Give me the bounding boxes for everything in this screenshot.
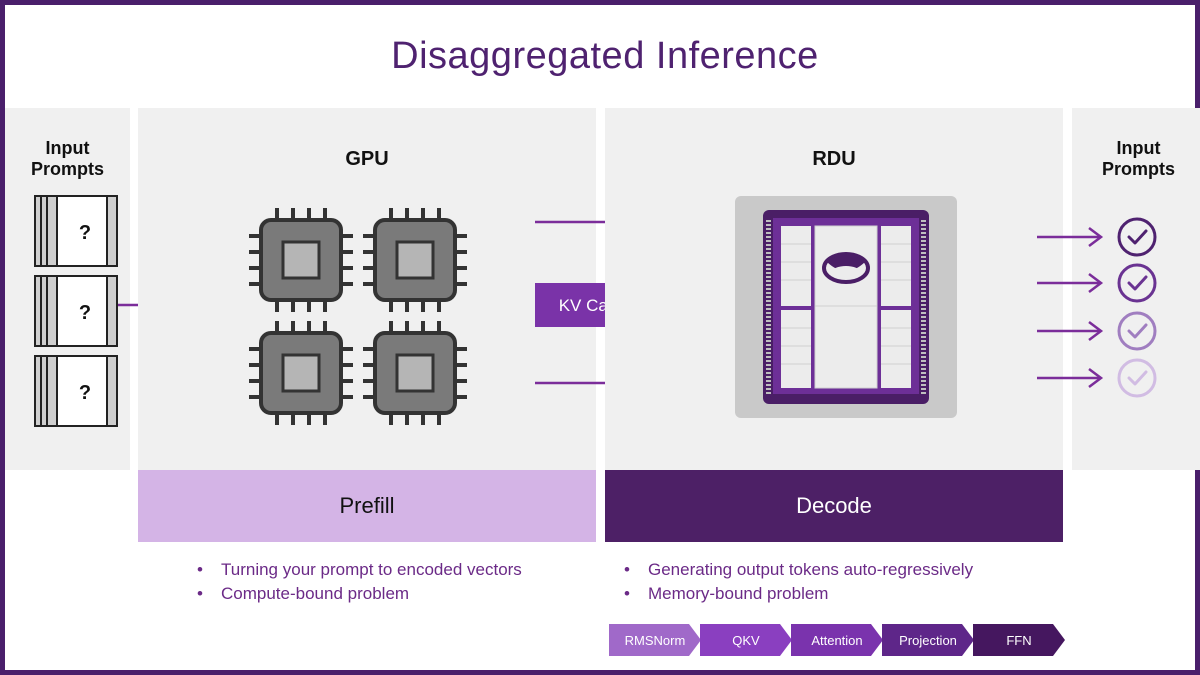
pipeline-step-qkv: QKV xyxy=(700,624,792,656)
prefill-label: Prefill xyxy=(339,493,395,518)
rdu-chip-icon xyxy=(735,196,957,418)
pipeline-step-attention: Attention xyxy=(791,624,883,656)
prompt-stack-list: ??? xyxy=(34,195,118,427)
prompt-stack-icon: ? xyxy=(34,195,118,267)
pipeline-chevrons: RMSNorm QKV Attention Projection FFN xyxy=(609,624,1069,656)
prompt-question-mark: ? xyxy=(79,382,91,404)
prefill-bar: Prefill xyxy=(138,470,596,542)
bullet-item: Memory-bound problem xyxy=(622,582,973,606)
output-title: Input Prompts xyxy=(1101,138,1175,179)
pipeline-step-projection: Projection xyxy=(882,624,974,656)
rdu-title: RDU xyxy=(812,148,856,170)
prompt-question-mark: ? xyxy=(79,222,91,244)
check-circle-icon xyxy=(1037,217,1157,257)
prompt-stack-icon: ? xyxy=(34,355,118,427)
prefill-bullets: Turning your prompt to encoded vectors C… xyxy=(195,558,522,606)
output-check-list xyxy=(1037,217,1157,398)
rdu-panel: RDU xyxy=(605,108,1063,470)
input-prompts-panel: Input Prompts ??? xyxy=(5,108,130,470)
bullet-item: Compute-bound problem xyxy=(195,582,522,606)
input-prompts-title: Input Prompts xyxy=(30,138,104,179)
gpu-chip-grid xyxy=(249,208,467,425)
gpu-chip-icon xyxy=(363,208,467,312)
gpu-panel: GPU xyxy=(138,108,596,470)
bullet-item: Generating output tokens auto-regressive… xyxy=(622,558,973,582)
check-circle-icon xyxy=(1037,263,1157,303)
bullet-item: Turning your prompt to encoded vectors xyxy=(195,558,522,582)
rdu-logo-icon xyxy=(822,252,870,284)
prompt-stack-icon: ? xyxy=(34,275,118,347)
decode-bullets: Generating output tokens auto-regressive… xyxy=(622,558,973,606)
check-circle-icon xyxy=(1037,358,1157,398)
prompt-question-mark: ? xyxy=(79,302,91,324)
gpu-chip-icon xyxy=(249,208,353,312)
gpu-title: GPU xyxy=(345,148,389,170)
decode-bar: Decode xyxy=(605,470,1063,542)
gpu-chip-icon xyxy=(363,321,467,425)
diagram-title: Disaggregated Inference xyxy=(391,35,819,77)
pipeline-step-ffn: FFN xyxy=(973,624,1065,656)
check-circle-icon xyxy=(1037,311,1157,351)
pipeline-step-rmsnorm: RMSNorm xyxy=(609,624,701,656)
decode-label: Decode xyxy=(796,493,872,518)
gpu-chip-icon xyxy=(249,321,353,425)
